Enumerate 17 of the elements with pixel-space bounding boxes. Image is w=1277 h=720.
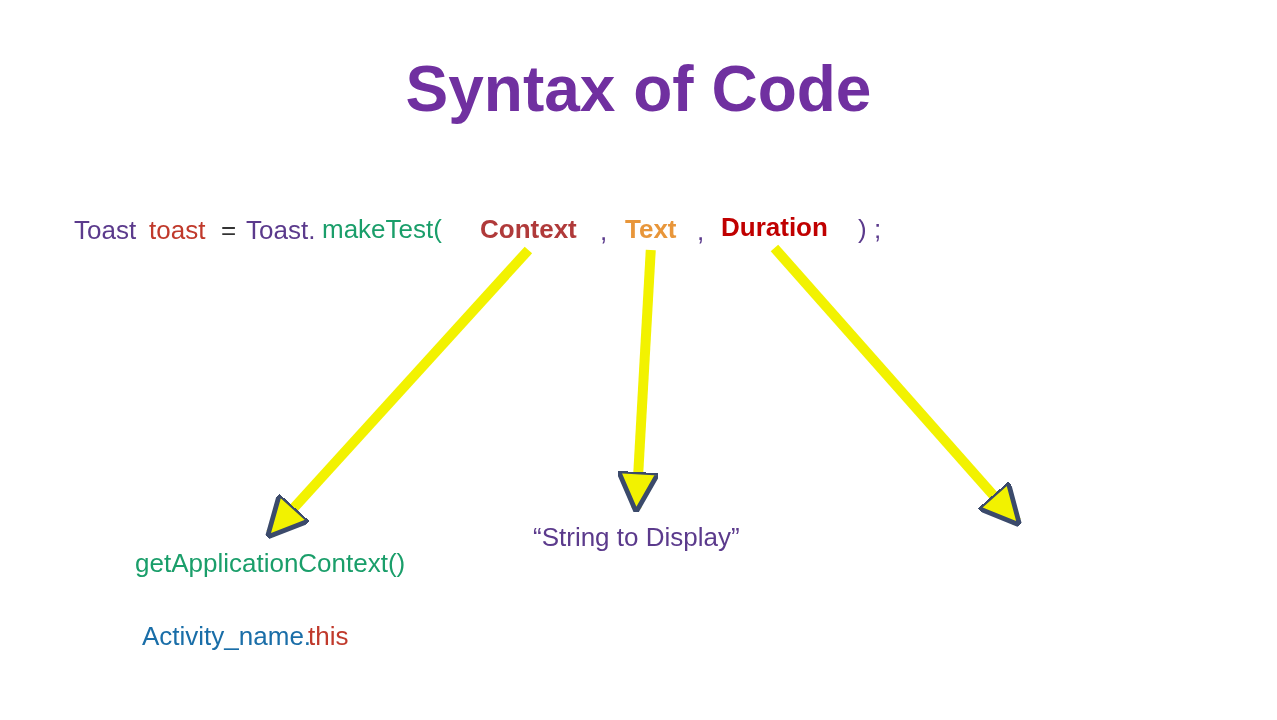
code-text: ,: [697, 216, 705, 246]
code-text: Toast: [74, 215, 137, 245]
parameter-value: getApplicationContext(): [135, 548, 406, 578]
slide-title: Syntax of Code: [404, 52, 873, 126]
code-text: ) ;: [858, 214, 882, 244]
code-text: makeTest(: [322, 214, 442, 244]
arrow: [265, 246, 533, 540]
code-parameter: Context: [480, 214, 577, 244]
code-text: =: [221, 215, 237, 245]
code-text: Toast.: [246, 215, 316, 245]
arrow: [615, 249, 661, 515]
code-parameter: Duration: [721, 212, 828, 242]
arrow: [770, 244, 1023, 528]
code-parameter: Text: [625, 214, 677, 244]
code-text: ,: [600, 216, 608, 246]
code-text: toast: [149, 215, 206, 245]
parameter-value: “String to Display”: [533, 522, 740, 552]
